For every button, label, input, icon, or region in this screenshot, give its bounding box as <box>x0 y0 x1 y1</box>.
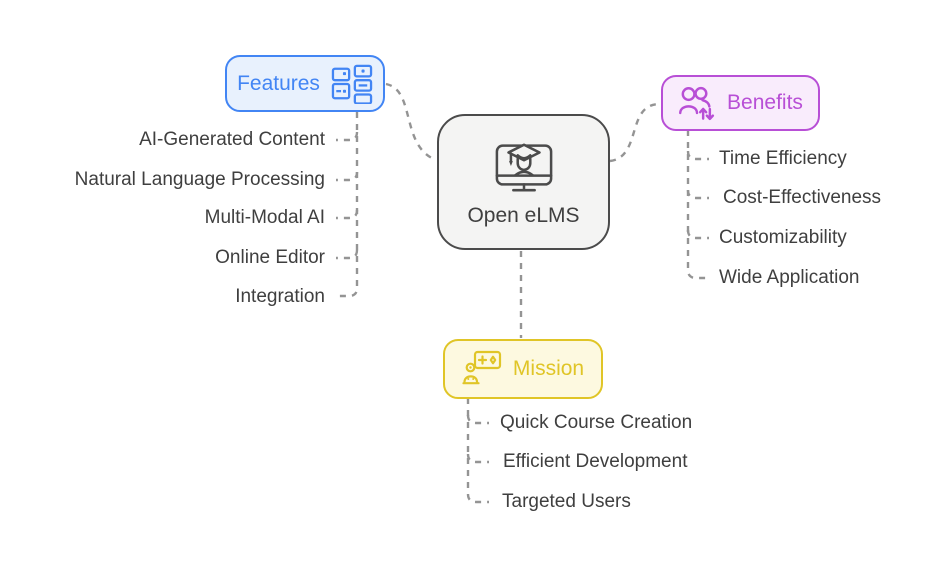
center-node-open-elms[interactable]: Open eLMS <box>437 114 610 250</box>
robot-card-icon <box>462 350 502 388</box>
branch-node-benefits[interactable]: Benefits <box>661 75 820 131</box>
mission-trunk <box>466 398 489 504</box>
mission-branch-2 <box>466 453 489 464</box>
benefits-branch-2 <box>686 189 709 200</box>
mission-branch-1 <box>466 414 489 425</box>
branch-node-features[interactable]: Features <box>225 55 385 112</box>
benefits-branch-1 <box>686 150 709 161</box>
leaf-online-editor[interactable]: Online Editor <box>215 247 325 268</box>
center-node-label: Open eLMS <box>467 204 580 227</box>
leaf-time-efficiency[interactable]: Time Efficiency <box>719 148 847 169</box>
leaf-ai-generated-content[interactable]: AI-Generated Content <box>139 129 325 150</box>
leaf-multi-modal-ai[interactable]: Multi-Modal AI <box>204 207 325 228</box>
leaf-customizability[interactable]: Customizability <box>719 227 847 248</box>
features-trunk <box>337 112 359 298</box>
features-branch-2 <box>336 171 359 182</box>
link-features-to-center <box>385 82 437 162</box>
benefits-trunk <box>686 130 708 280</box>
features-branch-4 <box>336 249 359 260</box>
features-branch-3 <box>336 209 359 220</box>
leaf-efficient-development[interactable]: Efficient Development <box>503 451 688 472</box>
people-transfer-icon <box>678 85 716 121</box>
benefits-branch-3 <box>686 229 709 240</box>
leaf-integration[interactable]: Integration <box>235 286 325 307</box>
mission-label: Mission <box>512 357 585 380</box>
benefits-label: Benefits <box>727 91 803 114</box>
features-label: Features <box>237 71 320 95</box>
leaf-cost-effectiveness[interactable]: Cost-Effectiveness <box>723 187 882 208</box>
graduation-monitor-icon <box>492 136 556 196</box>
branch-node-mission[interactable]: Mission <box>443 339 603 399</box>
layout-modules-icon <box>331 64 373 104</box>
link-center-to-benefits <box>609 102 660 163</box>
features-branch-1 <box>336 131 359 142</box>
leaf-quick-course-creation[interactable]: Quick Course Creation <box>500 412 693 433</box>
leaf-targeted-users[interactable]: Targeted Users <box>502 491 631 512</box>
leaf-wide-application[interactable]: Wide Application <box>719 267 860 288</box>
leaf-natural-language-processing[interactable]: Natural Language Processing <box>74 169 325 190</box>
